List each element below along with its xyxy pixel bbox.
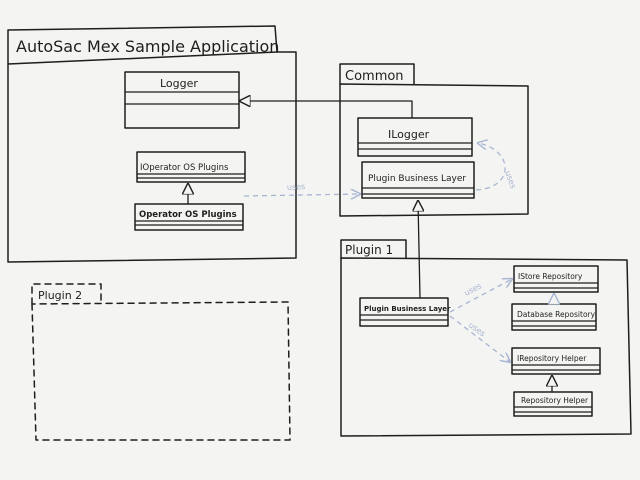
package-plugin1-tab [340, 239, 407, 259]
class-istore-repo-name: IStore Repository [518, 272, 583, 281]
realization-logger-ilogger [240, 101, 413, 119]
package-plugin2-tab [31, 283, 102, 305]
package-app-frame [7, 51, 297, 263]
class-database-repo-name: Database Repository [517, 310, 596, 319]
uses-label-istore: uses [463, 281, 483, 298]
uses-label-operator: uses [287, 182, 306, 192]
package-plugin1-frame [340, 257, 632, 437]
class-plugin-bl-p1-name: Plugin Business Layer [364, 305, 451, 313]
package-app-label: AutoSac Mex Sample Application [16, 37, 279, 56]
uses-label-ilogger: uses [503, 170, 518, 190]
package-plugin2-frame [31, 301, 291, 441]
class-istore-repo: IStore Repository [513, 265, 599, 293]
package-plugin1: Plugin 1 [340, 239, 632, 437]
relation-operator-uses-plugin-bl: uses [243, 182, 360, 196]
package-plugin1-label: Plugin 1 [345, 243, 393, 257]
uses-label-irepo: uses [467, 320, 487, 338]
class-operator: Operator OS Plugins [134, 203, 244, 231]
class-logger: Logger [124, 71, 240, 129]
relation-plugin-bl-uses-ilogger: uses [475, 143, 518, 191]
package-common-tab [339, 63, 415, 85]
class-ilogger-name: ILogger [388, 128, 430, 141]
class-plugin-bl-p1: Plugin Business Layer [359, 297, 451, 327]
class-operator-name: Operator OS Plugins [139, 210, 237, 220]
class-plugin-bl-common-name: Plugin Business Layer [368, 174, 466, 184]
relation-plugin-bl-uses-istore: uses [449, 279, 512, 313]
class-ilogger: ILogger [357, 117, 473, 157]
package-plugin2-label: Plugin 2 [38, 289, 82, 302]
relation-plugin-bl-uses-irepo: uses [449, 315, 510, 362]
class-ioperator: IOperator OS Plugins [136, 151, 246, 183]
inheritance-plugin-bl [418, 201, 420, 299]
class-repo-helper: Repository Helper [513, 391, 593, 417]
class-irepo-helper: IRepository Helper [511, 347, 601, 375]
class-database-repo: Database Repository [511, 303, 597, 331]
package-app: AutoSac Mex Sample Application [7, 25, 297, 263]
class-logger-name: Logger [160, 77, 198, 90]
class-ioperator-name: IOperator OS Plugins [140, 163, 229, 173]
package-plugin2: Plugin 2 [31, 283, 291, 441]
package-common: Common [339, 63, 529, 217]
class-plugin-bl-common: Plugin Business Layer [361, 161, 475, 199]
package-common-frame [339, 83, 529, 217]
package-common-label: Common [345, 69, 404, 84]
class-repo-helper-name: Repository Helper [521, 396, 589, 405]
class-irepo-helper-name: IRepository Helper [517, 354, 587, 363]
package-app-tab [7, 25, 278, 65]
